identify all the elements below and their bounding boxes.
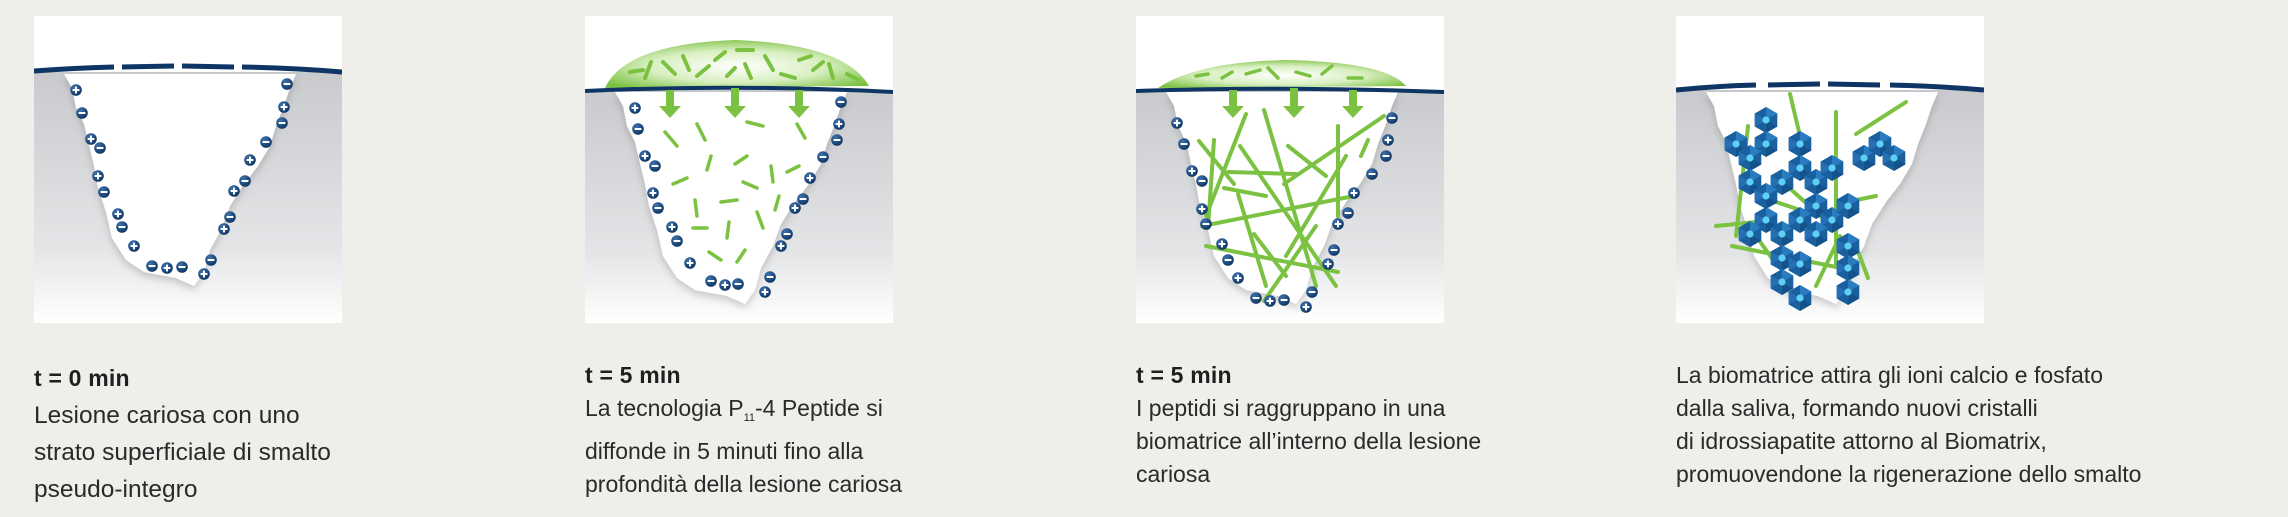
panel-t0: t = 0 min Lesione cariosa con uno strato…	[34, 16, 342, 503]
caption: La biomatrice attira gli ioni calcio e f…	[1676, 359, 2141, 491]
panel-t5-biomatrix: t = 5 min I peptidi si raggruppano in un…	[1136, 16, 1481, 487]
description-line: diffonde in 5 minuti fino alla	[585, 438, 864, 464]
panel-t5-diffusion: t = 5 min La tecnologia P11-4 Peptide si…	[585, 16, 902, 497]
caption: t = 0 min Lesione cariosa con uno strato…	[34, 359, 331, 508]
description-line: profondità della lesione cariosa	[585, 471, 903, 497]
description-line: La tecnologia P11-4 Peptide si	[585, 395, 883, 424]
description-line: pseudo-integro	[34, 476, 198, 503]
peptide-gel-lens	[1158, 60, 1406, 88]
caption: t = 5 min I peptidi si raggruppano in un…	[1136, 359, 1481, 491]
description-line: biomatrice all’interno della lesione	[1136, 428, 1482, 454]
description-line: di idrossiapatite attorno al Biomatrix,	[1676, 428, 2047, 454]
peptide-gel-lens	[605, 40, 869, 88]
time-label: t = 0 min	[34, 365, 130, 391]
diffusion-arrows	[659, 88, 810, 118]
description-line: cariosa	[1136, 461, 1211, 487]
carious-lesion-figure	[34, 16, 342, 323]
description-line: La biomatrice attira gli ioni calcio e f…	[1676, 362, 2103, 388]
time-label: t = 5 min	[1136, 362, 1232, 388]
description-line: strato superficiale di smalto	[34, 439, 331, 466]
peptide-diffusion-figure	[585, 16, 893, 323]
hydroxyapatite-figure	[1676, 16, 1984, 323]
time-label: t = 5 min	[585, 362, 681, 388]
description-line: promuovendone la rigenerazione dello sma…	[1676, 461, 2142, 487]
description-line: I peptidi si raggruppano in una	[1136, 395, 1446, 421]
biomatrix-figure	[1136, 16, 1444, 323]
description-line: dalla saliva, formando nuovi cristalli	[1676, 395, 2038, 421]
subscript: 11	[743, 412, 755, 424]
biomatrix-fibers	[1197, 108, 1386, 303]
panel-remineralization: La biomatrice attira gli ioni calcio e f…	[1676, 16, 2141, 487]
caption: t = 5 min La tecnologia P11-4 Peptide si…	[585, 359, 902, 501]
description-line: Lesione cariosa con uno	[34, 402, 300, 429]
